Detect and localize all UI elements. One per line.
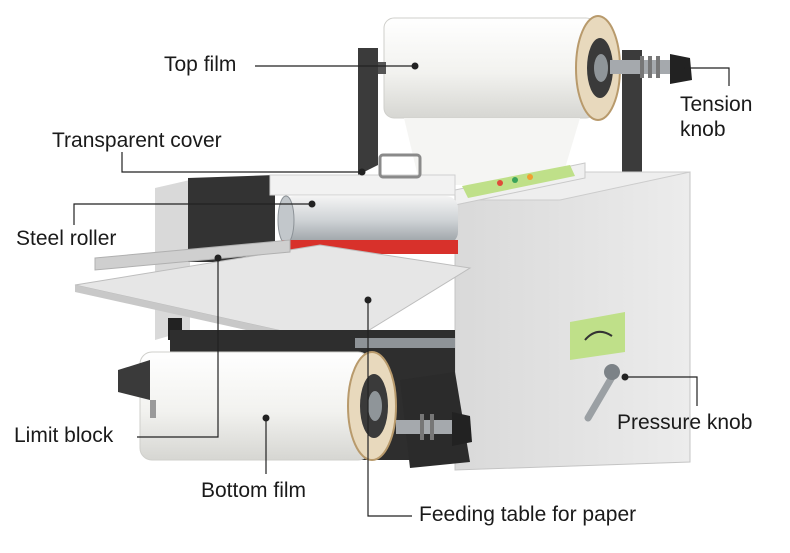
leader-steel-roller [73, 203, 312, 225]
leader-feeding-table [367, 300, 412, 517]
steel-roller-shape [277, 195, 458, 254]
leader-transparent-cover [121, 152, 362, 173]
transparent-cover-shape [269, 153, 456, 196]
label-pressure-knob: Pressure knob [617, 411, 753, 434]
label-feeding-table: Feeding table for paper [419, 503, 637, 526]
label-tension-knob-line2: knob [680, 118, 726, 141]
leader-lines [73, 65, 730, 517]
label-limit-block: Limit block [14, 424, 114, 447]
leader-limit-block [137, 258, 219, 438]
label-tension-knob-line1: Tension [680, 93, 753, 116]
label-steel-roller: Steel roller [16, 227, 117, 250]
pressure-gauge [570, 312, 625, 360]
label-bottom-film: Bottom film [201, 479, 307, 502]
top-film-support-arms [358, 48, 642, 185]
bottom-film-roll [118, 351, 397, 461]
leader-dots [214, 62, 685, 422]
leader-pressure-knob [625, 376, 698, 406]
top-film-roll [378, 15, 621, 121]
bottom-knob-assembly [396, 372, 472, 468]
tension-knob [610, 54, 692, 84]
leader-tension-knob [681, 67, 730, 86]
label-top-film: Top film [164, 53, 237, 76]
pressure-lever [584, 364, 620, 422]
right-housing [454, 162, 691, 471]
label-transparent-cover: Transparent cover [52, 129, 222, 152]
